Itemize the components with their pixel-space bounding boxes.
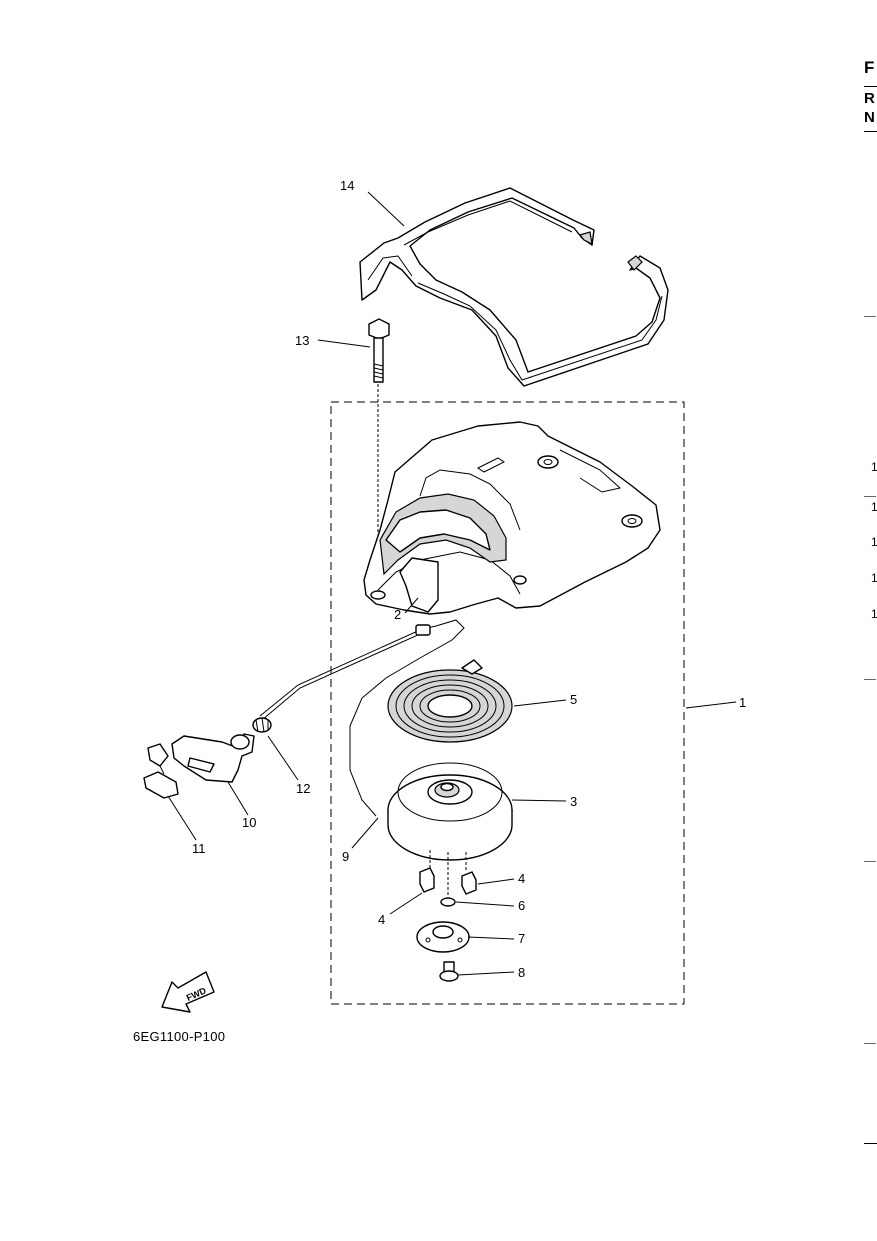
edge-tick-5 <box>864 1043 876 1044</box>
callout-4-left: 4 <box>378 912 385 927</box>
edge-mark-5: 1 <box>871 607 877 621</box>
edge-fragment-f: F <box>864 58 875 77</box>
part-3-sheave-drum <box>387 762 513 861</box>
part-4-drive-pawls <box>419 850 477 895</box>
part-6-circlip <box>440 897 456 907</box>
part-8-sheave-bolt <box>439 961 459 982</box>
callout-12: 12 <box>296 781 310 796</box>
edge-fragment-n: N <box>864 109 875 126</box>
part-5-starter-spring <box>387 659 513 743</box>
callout-4-right: 4 <box>518 871 525 886</box>
edge-rule-2 <box>864 131 877 132</box>
part-9-starter-rope <box>259 619 465 817</box>
callout-10: 10 <box>242 815 256 830</box>
edge-rule-1 <box>864 86 877 87</box>
callout-7: 7 <box>518 931 525 946</box>
callout-5: 5 <box>570 692 577 707</box>
assembly-boundary <box>330 401 685 1005</box>
edge-mark-4: 1 <box>871 571 877 585</box>
edge-mark-3: 1 <box>871 535 877 549</box>
callout-6: 6 <box>518 898 525 913</box>
callout-8: 8 <box>518 965 525 980</box>
diagram-reference-code: 6EG1100-P100 <box>133 1029 226 1044</box>
edge-fragment-r: R <box>864 90 875 107</box>
fwd-arrow-icon: FWD <box>161 971 215 1013</box>
part-12-rope-damper <box>252 717 272 733</box>
part-7-drive-plate <box>416 921 470 953</box>
callout-9: 9 <box>342 849 349 864</box>
edge-mark-2: 1 <box>871 500 877 514</box>
edge-mark-1: 1 <box>871 460 877 474</box>
edge-tick-2 <box>864 496 876 497</box>
callout-1: 1 <box>739 695 746 710</box>
part-11-handle-seal <box>143 743 179 799</box>
callout-2: 2 <box>394 607 401 622</box>
callout-3: 3 <box>570 794 577 809</box>
callout-14: 14 <box>340 178 354 193</box>
edge-tick-4 <box>864 861 876 862</box>
edge-tick-1 <box>864 316 876 317</box>
edge-tick-6 <box>864 1143 877 1144</box>
edge-tick-3 <box>864 679 876 680</box>
callout-leaders <box>167 191 737 976</box>
callout-labels: 14 13 2 1 5 3 4 4 6 7 8 9 12 10 11 <box>192 178 746 980</box>
part-1-starter-housing <box>363 421 661 615</box>
callout-11: 11 <box>192 841 206 856</box>
callout-13: 13 <box>295 333 309 348</box>
part-14-seal <box>359 187 669 387</box>
part-10-starter-handle <box>171 733 255 783</box>
